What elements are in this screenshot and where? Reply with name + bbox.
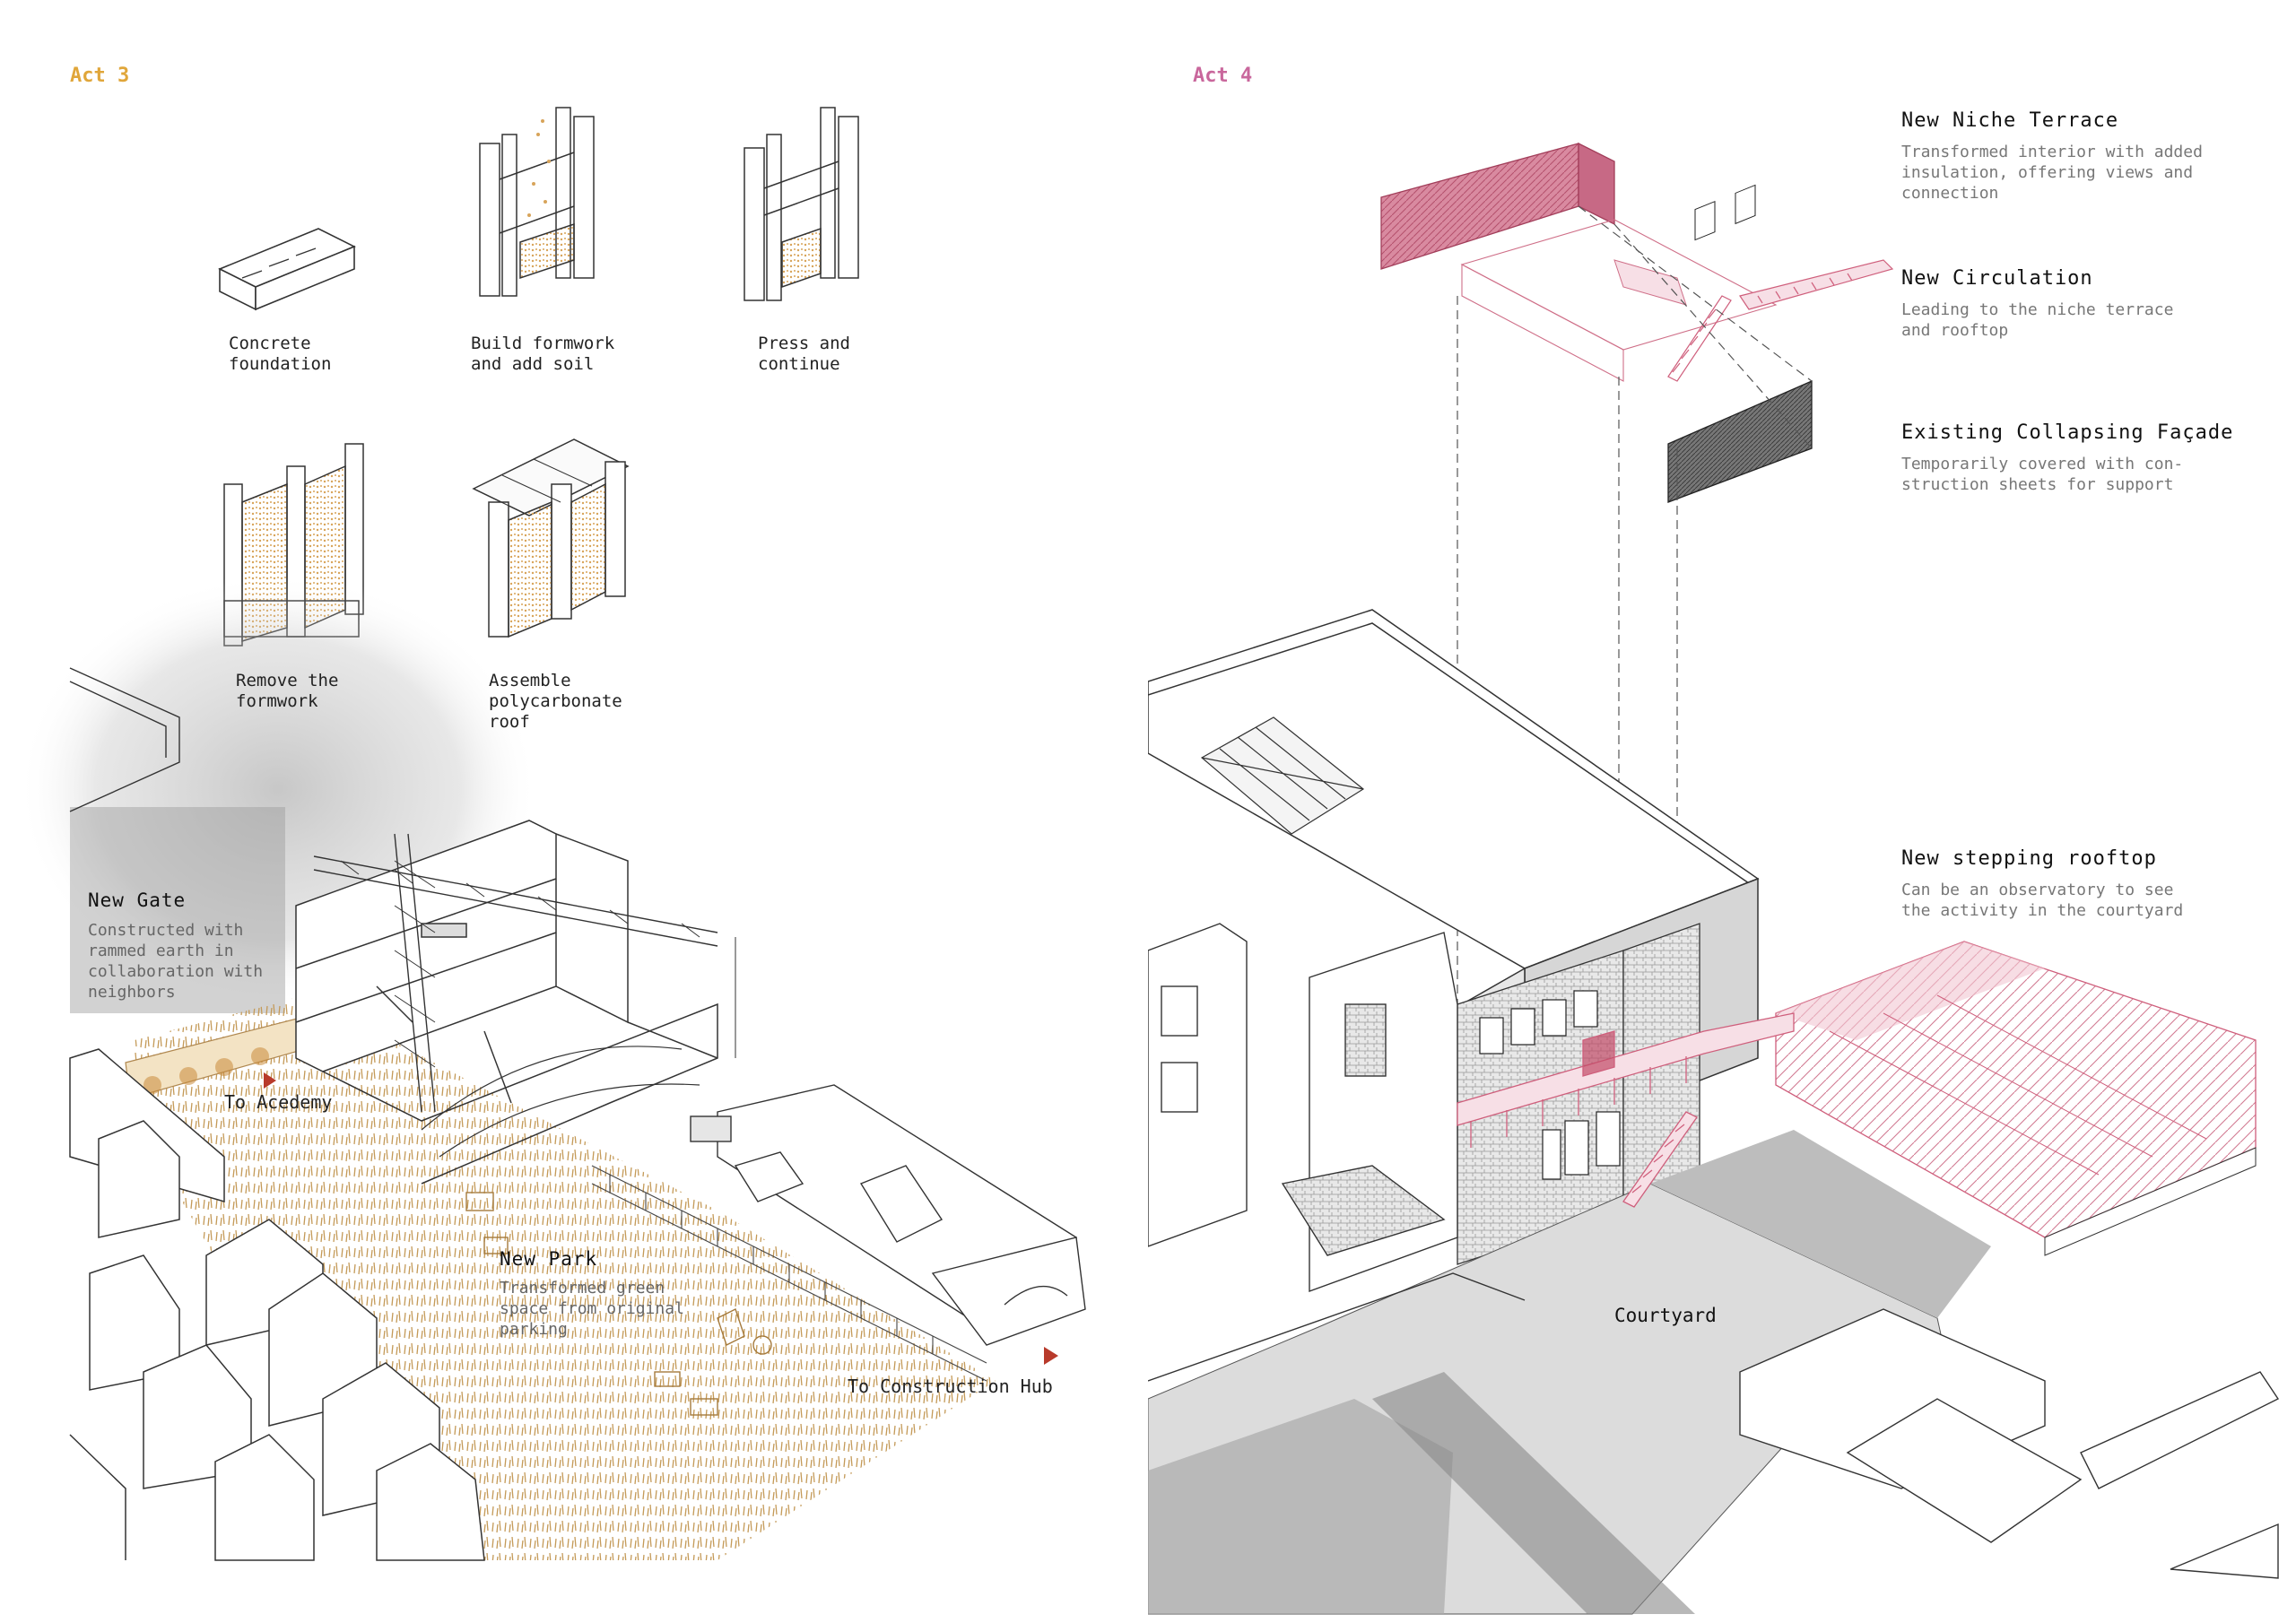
new-circulation-stair (1667, 259, 1894, 382)
act4-title: Act 4 (1193, 65, 1253, 87)
vehicles (690, 1115, 944, 1243)
stepping-rooftop-title: New stepping rooftop (1901, 847, 2157, 870)
courtyard-label: Courtyard (1614, 1305, 1717, 1326)
left-background-building (1148, 923, 1458, 1292)
act3-drawing (18, 107, 1086, 1561)
step4-label: Remove the formwork (236, 671, 339, 711)
step5-label: Assemble polycarbonate roof (489, 671, 622, 732)
step3-label: Press and continue (758, 334, 850, 374)
act4-drawing (1148, 142, 2280, 1615)
new-gate-wall (125, 1017, 306, 1099)
park-title: New Park (500, 1248, 598, 1270)
park-furniture (465, 1192, 772, 1416)
niche-terrace-title: New Niche Terrace (1901, 109, 2119, 132)
industrial-building-frame (295, 820, 718, 1185)
circulation-title: New Circulation (1901, 267, 2093, 290)
neighbor-houses (69, 1048, 485, 1561)
perimeter-fence (591, 1165, 987, 1382)
gate-desc: Constructed with rammed earth in collabo… (88, 921, 264, 1002)
stepping-rooftop-desc: Can be an observatory to see the activit… (1901, 881, 2184, 920)
glazed-skylight (1200, 716, 1365, 835)
step2-label: Build formwork and add soil (471, 334, 615, 374)
act4-panel: Act 4 New Niche Terrace Transformed inte… (1148, 0, 2296, 1623)
step1-foundation-drawing (218, 228, 356, 311)
to-academy-label: To Acedemy (224, 1091, 333, 1113)
to-construction-hub-label: To Construction Hub (848, 1376, 1053, 1397)
circulation-desc: Leading to the niche terrace and rooftop (1901, 300, 2174, 340)
tower-crane (313, 833, 736, 1113)
step5-roof-drawing (472, 438, 630, 638)
collapsing-facade-exploded (1667, 184, 1813, 503)
brick-facade (1457, 923, 1700, 1265)
facade-title: Existing Collapsing Façade (1901, 421, 2234, 444)
arrow-to-hub-icon (1044, 1347, 1058, 1365)
stepping-rooftop (1775, 941, 2257, 1256)
park-desc: Transformed green space from original pa… (500, 1279, 684, 1339)
arrow-to-academy-icon (264, 1072, 276, 1089)
gray-shadow-block (70, 807, 285, 1013)
step1-label: Concrete foundation (229, 334, 332, 374)
gate-title: New Gate (88, 890, 187, 911)
niche-terrace-volume (1380, 142, 1778, 382)
niche-terrace-desc: Transformed interior with added insulati… (1901, 143, 2203, 203)
step2-formwork-drawing (479, 107, 595, 297)
courtyard-pavement (1148, 1130, 1991, 1615)
right-low-buildings (1148, 1272, 2280, 1579)
act3-title: Act 3 (70, 65, 130, 87)
background-building-top-left (69, 667, 180, 812)
act3-panel: Act 3 Concrete foundation Build formwork… (18, 65, 1086, 1561)
facade-desc: Temporarily covered with con- struction … (1901, 455, 2184, 494)
circulation-on-building (1457, 1012, 1795, 1208)
step3-press-drawing (744, 107, 859, 301)
